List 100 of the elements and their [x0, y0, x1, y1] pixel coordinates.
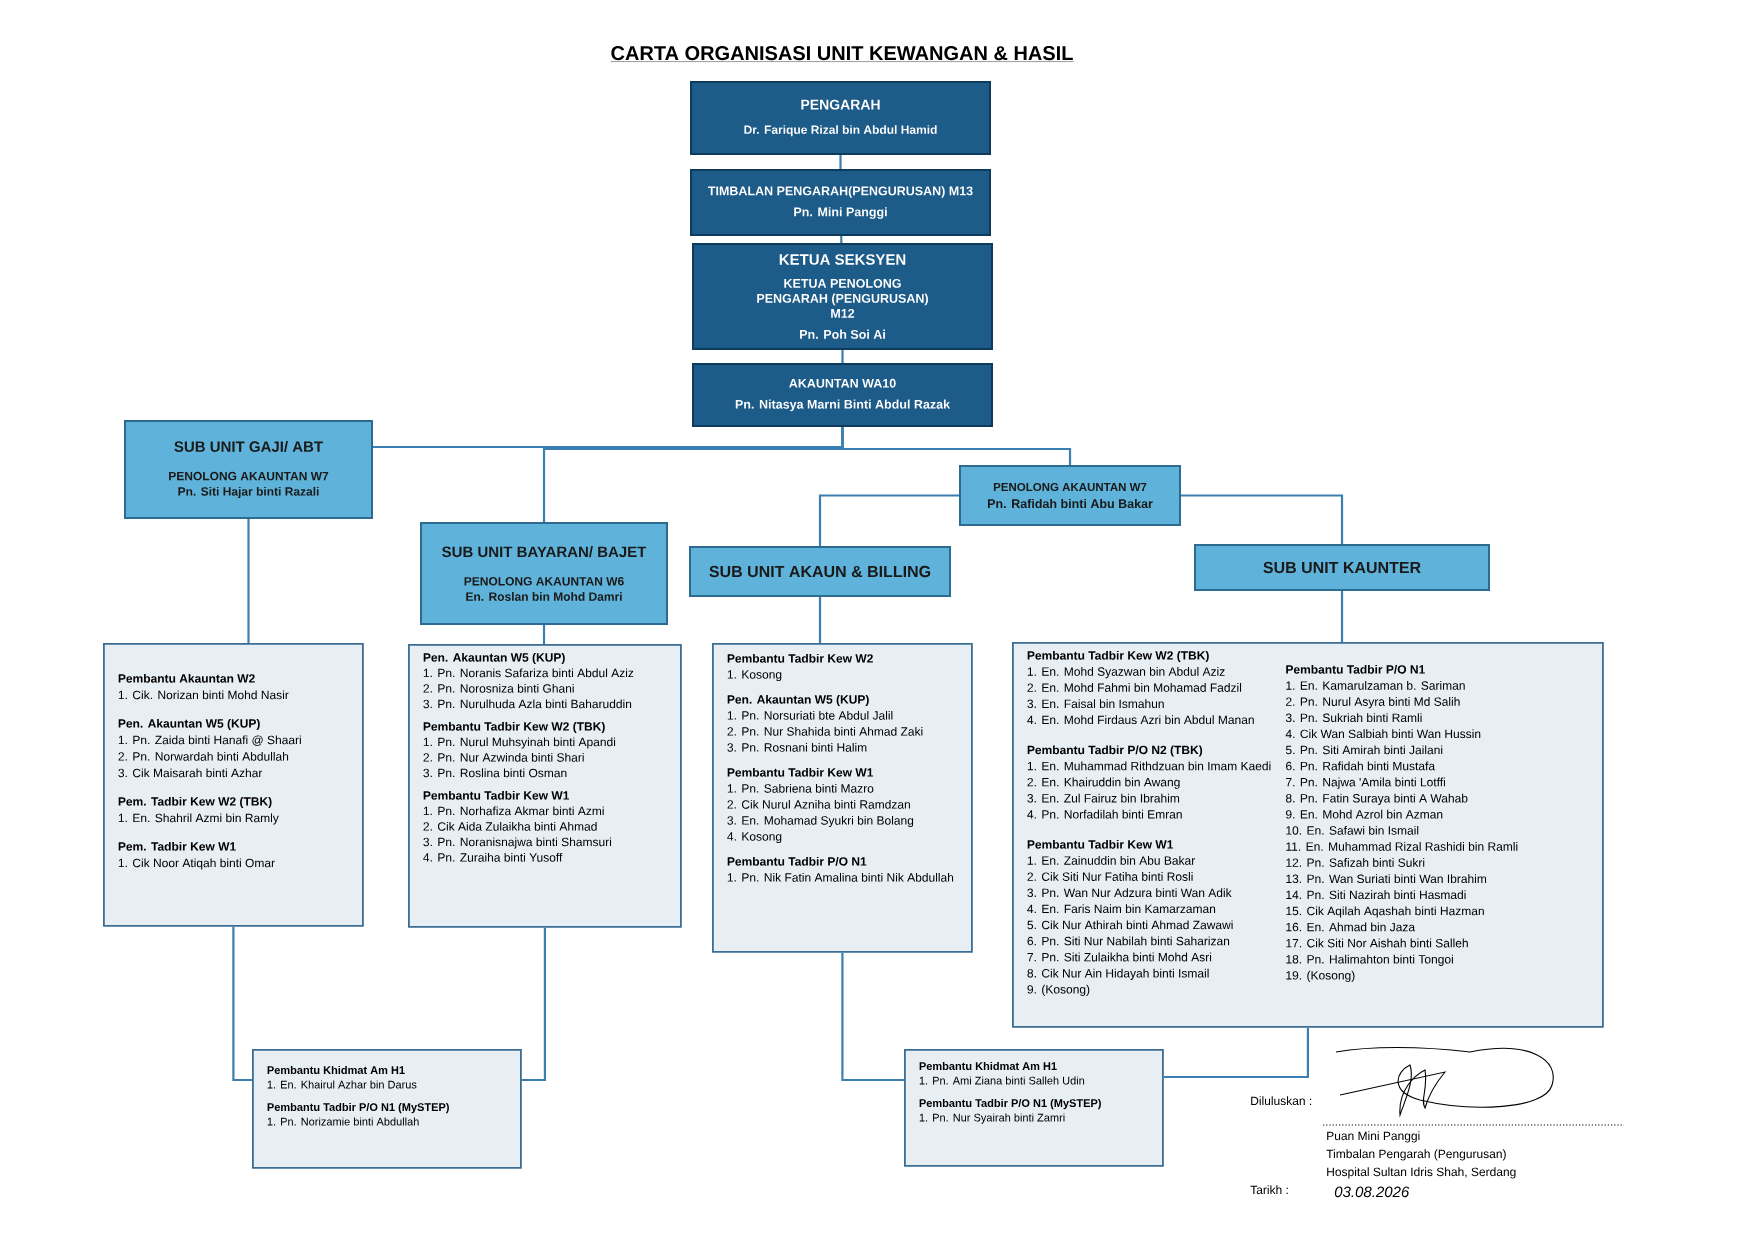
list-item: 1. Cik Noor Atiqah binti Omar	[118, 858, 275, 870]
list-item: 10. En. Safawi bin Ismail	[1286, 825, 1419, 835]
connector-line	[521, 927, 546, 1082]
list-item: 4. Cik Wan Salbiah binti Wan Hussin	[1285, 729, 1481, 739]
list-item: 15. Cik Aqilah Aqashah binti Hazman	[1286, 906, 1484, 918]
connector-line	[841, 952, 904, 1082]
list-item: 1. En. Muhammad Rithdzuan bin Imam Kaedi	[1027, 761, 1271, 771]
box-heading: AKAUNTAN WA10	[789, 378, 896, 388]
list-item: 3. Pn. Sukriah binti Ramli	[1285, 713, 1422, 722]
signatory-name: Puan Mini Panggi	[1327, 1131, 1420, 1143]
section-heading: Pen. Akauntan W5 (KUP)	[118, 718, 260, 731]
section-heading: Pembantu Tadbir Kew W1	[727, 767, 874, 777]
connector-line	[1163, 1027, 1309, 1079]
list-item: 1. Pn. Norsuriati bte Abdul Jalil	[727, 710, 893, 720]
list-item: 7. Pn. Siti Zulaikha binti Mohd Asri	[1027, 952, 1212, 962]
list-item: 4. Kosong	[727, 832, 782, 844]
list-item: 3. Pn. Noranisnajwa binti Shamsuri	[423, 837, 612, 849]
section-heading: Pembantu Khidmat Am H1	[919, 1061, 1057, 1070]
staff-list-box	[103, 643, 364, 927]
list-item: 3. Pn. Rosnani binti Halim	[727, 742, 867, 752]
list-item: 5. Pn. Siti Amirah binti Jailani	[1285, 745, 1443, 755]
list-item: 7. Pn. Najwa 'Amila binti Lotffi	[1286, 777, 1445, 789]
box-heading: PENGARAH	[801, 99, 880, 110]
list-item: 8. Pn. Fatin Suraya binti A Wahab	[1285, 793, 1468, 805]
list-item: 1. Pn. Zaida binti Hanafi @ Shaari	[118, 735, 301, 746]
list-item: 2. Cik Nurul Azniha binti Ramdzan	[727, 799, 910, 809]
box-text: KETUA PENOLONG PENGARAH (PENGURUSAN) M12	[757, 278, 928, 318]
connector-line	[232, 926, 252, 1082]
list-item: 2. Pn. Nur Shahida binti Ahmad Zaki	[727, 726, 923, 736]
box-heading: KETUA SEKSYEN	[779, 254, 906, 265]
list-item: 2. Pn. Norwardah binti Abdullah	[118, 751, 289, 761]
list-item: 1. Cik. Norizan binti Mohd Nasir	[118, 690, 289, 700]
list-item: 1. Kosong	[727, 670, 782, 682]
list-item: 3. Pn. Nurulhuda Azla binti Baharuddin	[423, 699, 632, 709]
section-heading: Pembantu Tadbir Kew W2 (TBK)	[423, 721, 605, 734]
hospital-name: Hospital Sultan Idris Shah, Serdang	[1327, 1167, 1516, 1179]
list-item: 2. Pn. Nur Azwinda binti Shari	[423, 752, 584, 762]
connector-line	[247, 519, 250, 643]
staff-list-box	[712, 643, 973, 953]
section-heading: Pembantu Tadbir Kew W2 (TBK)	[1027, 650, 1209, 663]
list-item: 3. En. Faisal bin Ismahun	[1027, 699, 1164, 708]
connector-line	[542, 625, 546, 644]
box-text: En. Roslan bin Mohd Damri	[466, 592, 622, 601]
unit-box	[1194, 544, 1490, 591]
list-item: 9. (Kosong)	[1027, 984, 1090, 996]
list-item: 2. Cik Siti Nur Fatiha binti Rosli	[1027, 872, 1193, 881]
unit-box	[124, 420, 373, 519]
section-heading: Pembantu Tadbir Kew W1	[1027, 839, 1174, 849]
unit-box	[689, 546, 951, 597]
connector-line	[840, 236, 843, 244]
list-item: 17. Cik Siti Nor Aishah binti Salleh	[1286, 938, 1468, 948]
section-heading: Pembantu Khidmat Am H1	[267, 1065, 405, 1074]
approval-label: Diluluskan :	[1251, 1096, 1312, 1106]
staff-list-box	[408, 644, 682, 928]
staff-list-box	[904, 1049, 1164, 1167]
date-label: Tarikh :	[1250, 1185, 1288, 1195]
list-item: 5. Cik Nur Athirah binti Ahmad Zawawi	[1027, 920, 1233, 930]
section-heading: Pembantu Tadbir Kew W2	[727, 653, 873, 663]
list-item: 1. Pn. Noranis Safariza binti Abdul Aziz	[423, 668, 634, 678]
connector-line	[1340, 591, 1344, 642]
box-heading: SUB UNIT BAYARAN/ BAJET	[442, 546, 647, 558]
list-item: 14. Pn. Siti Nazirah binti Hasmadi	[1286, 890, 1466, 900]
list-item: 11. En. Muhammad Rizal Rashidi bin Ramli	[1286, 842, 1518, 851]
list-item: 19. (Kosong)	[1286, 970, 1355, 982]
position-box	[692, 363, 993, 427]
section-heading: Pembantu Tadbir P/O N1	[727, 856, 867, 866]
list-item: 2. Pn. Norosniza binti Ghani	[423, 683, 574, 693]
box-text: Pn. Nitasya Marni Binti Abdul Razak	[735, 399, 951, 412]
list-item: 4. Pn. Norfadilah binti Emran	[1027, 809, 1182, 819]
box-heading: SUB UNIT GAJI/ ABT	[174, 440, 323, 453]
box-text: PENOLONG AKAUNTAN W7	[169, 471, 329, 481]
unit-box	[959, 465, 1181, 526]
list-item: 3. En. Zul Fairuz bin Ibrahim	[1027, 793, 1180, 803]
connector-line	[839, 155, 842, 169]
list-item: 1. En. Khairul Azhar bin Darus	[267, 1080, 417, 1089]
list-item: 16. En. Ahmad bin Jaza	[1286, 922, 1416, 932]
list-item: 6. Pn. Rafidah binti Mustafa	[1286, 761, 1436, 771]
list-item: 4. Pn. Zuraiha binti Yusoff	[423, 852, 563, 862]
signatory-title: Timbalan Pengarah (Pengurusan)	[1326, 1149, 1506, 1161]
box-text: Pn. Mini Panggi	[794, 207, 887, 219]
section-heading: Pen. Akauntan W5 (KUP)	[727, 694, 869, 707]
list-item: 1. En. Zainuddin bin Abu Bakar	[1027, 856, 1195, 865]
box-heading: PENOLONG AKAUNTAN W7	[993, 482, 1147, 492]
list-item: 2. En. Khairuddin bin Awang	[1027, 777, 1180, 789]
handwritten-date: 03.08.2026	[1334, 1186, 1410, 1198]
title: CARTA ORGANISASI UNIT KEWANGAN & HASIL	[610, 46, 1074, 62]
list-item: 1. En. Mohd Syazwan bin Abdul Aziz	[1027, 667, 1225, 679]
list-item: 13. Pn. Wan Suriati binti Wan Ibrahim	[1286, 874, 1487, 883]
section-heading: Pem. Tadbir Kew W2 (TBK)	[118, 796, 272, 809]
list-item: 8. Cik Nur Ain Hidayah binti Ismail	[1027, 968, 1209, 980]
list-item: 1. Pn. Nurul Muhsyinah binti Apandi	[423, 737, 616, 749]
list-item: 2. Cik Aida Zulaikha binti Ahmad	[423, 821, 597, 831]
connector-line	[841, 350, 844, 363]
list-item: 1. En. Kamarulzaman b. Sariman	[1286, 681, 1465, 690]
box-title: SUB UNIT KAUNTER	[1263, 561, 1421, 574]
section-heading: Pembantu Akauntan W2	[118, 673, 255, 683]
list-item: 12. Pn. Safizah binti Sukri	[1286, 858, 1425, 867]
list-item: 3. Pn. Wan Nur Adzura binti Wan Adik	[1027, 888, 1232, 897]
position-box	[692, 243, 993, 350]
section-heading: Pembantu Tadbir P/O N1	[1286, 664, 1425, 674]
